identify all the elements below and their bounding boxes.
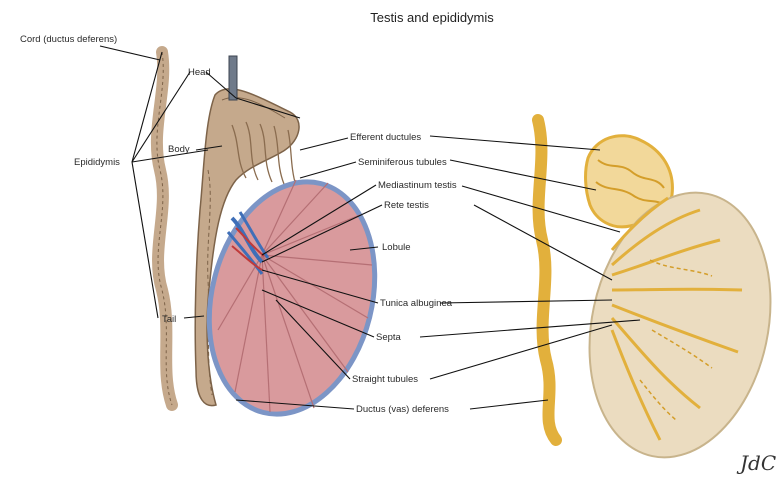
label-septa: Septa	[376, 332, 402, 343]
label-tail: Tail	[162, 314, 176, 325]
figure-title: Testis and epididymis	[370, 10, 494, 25]
testis-right	[566, 176, 778, 475]
label-cord: Cord (ductus deferens)	[20, 34, 117, 45]
leader-lines	[100, 46, 640, 409]
label-mediastinum: Mediastinum testis	[378, 180, 457, 191]
label-ductus: Ductus (vas) deferens	[356, 404, 449, 415]
ductus-deferens-right	[538, 120, 556, 440]
label-seminiferous: Seminiferous tubules	[358, 157, 447, 168]
label-lobule: Lobule	[382, 242, 411, 253]
label-straight: Straight tubules	[352, 374, 418, 385]
label-epididymis: Epididymis	[74, 157, 120, 168]
artist-signature: JdC	[736, 451, 776, 475]
label-rete: Rete testis	[384, 200, 429, 211]
ductus-deferens-left	[157, 52, 172, 405]
label-efferent: Efferent ductules	[350, 132, 421, 143]
